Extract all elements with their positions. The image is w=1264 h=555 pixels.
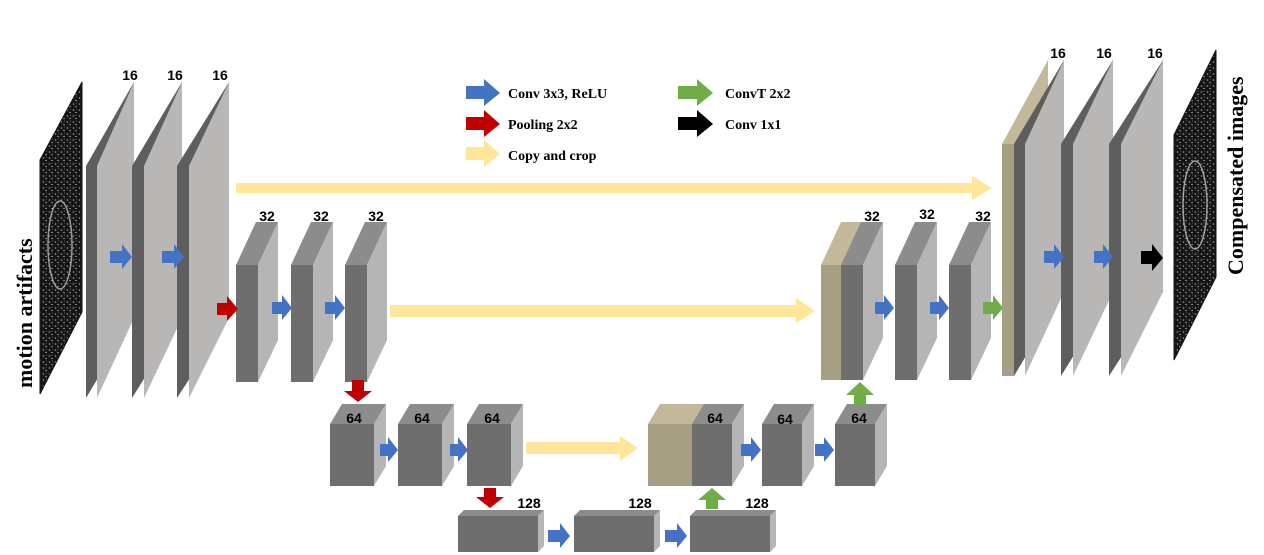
copied-map-dec2 [821, 222, 863, 380]
pool-arrows [217, 296, 504, 508]
feature-map-enc2-1 [236, 222, 278, 382]
conv-arrow [272, 295, 292, 320]
copy-arrow-level2 [390, 298, 815, 323]
channel-label-enc3-3: 64 [484, 410, 500, 426]
channel-label-enc1-1: 16 [122, 67, 138, 83]
channel-label-enc3-1: 64 [346, 410, 362, 426]
encoder-level3: 64 64 64 [330, 404, 523, 486]
output-mri-image [1173, 49, 1217, 361]
channel-label-enc3-2: 64 [414, 410, 430, 426]
legend-conv-swatch [466, 79, 500, 106]
pool-arrow [217, 296, 238, 321]
channel-label-enc2-1: 32 [259, 208, 275, 224]
feature-map-dec2-3 [949, 222, 991, 380]
feature-map-enc1-1 [86, 82, 134, 398]
channel-label-dec2-3: 32 [975, 208, 991, 224]
legend-copy-label: Copy and crop [508, 149, 597, 164]
conv-arrow [110, 244, 132, 269]
convt-arrow [983, 295, 1003, 320]
channel-label-bottleneck-3: 128 [745, 495, 769, 511]
conv-arrow [1094, 244, 1113, 269]
feature-map-bottleneck-1 [458, 510, 544, 552]
legend-conv1-swatch [678, 110, 713, 137]
conv-arrows [110, 244, 1113, 548]
conv-arrow [741, 437, 761, 462]
decoder-level3: 64 64 64 [648, 404, 887, 486]
feature-map-enc3-3 [467, 404, 523, 486]
pool-arrow [476, 488, 504, 508]
legend-pool-label: Pooling 2x2 [508, 118, 578, 133]
conv-arrow [162, 244, 184, 269]
conv-arrow [665, 523, 687, 548]
feature-map-dec3-1 [692, 404, 744, 486]
legend-convt-label: ConvT 2x2 [725, 87, 790, 102]
channel-label-dec3-2: 64 [777, 411, 793, 427]
input-label: motion artifacts [12, 238, 37, 388]
channel-label-dec3-1: 64 [707, 410, 723, 426]
copy-arrows [236, 176, 992, 461]
feature-map-dec1-1 [1014, 60, 1064, 376]
copy-arrow-level1 [236, 176, 992, 200]
feature-map-dec3-3 [835, 404, 887, 486]
legend-pool-swatch [466, 110, 500, 137]
channel-label-enc1-2: 16 [167, 67, 183, 83]
channel-label-enc2-2: 32 [313, 208, 329, 224]
channel-label-dec1-2: 16 [1096, 45, 1112, 61]
convt-arrow [698, 488, 726, 509]
feature-map-bottleneck-2 [574, 510, 660, 552]
conv-arrow [1044, 244, 1064, 269]
conv-arrow [930, 295, 949, 320]
feature-map-enc1-2 [132, 82, 182, 398]
copied-map-dec3 [648, 404, 706, 486]
legend: Conv 3x3, ReLU Pooling 2x2 Copy and crop… [466, 79, 790, 167]
conv-arrow [450, 437, 468, 462]
feature-map-dec1-3 [1109, 60, 1163, 376]
copy-arrow-level3 [526, 436, 638, 461]
conv-arrow [380, 437, 398, 462]
feature-map-dec2-2 [895, 222, 937, 380]
input-mri-anatomy [47, 200, 73, 290]
channel-label-enc1-3: 16 [212, 67, 228, 83]
conv-arrow [875, 295, 894, 320]
feature-map-enc1-3 [177, 82, 229, 398]
conv-arrow [548, 523, 570, 548]
output-label: Compensated images [1223, 76, 1248, 275]
channel-label-dec1-1: 16 [1050, 45, 1066, 61]
legend-conv-label: Conv 3x3, ReLU [508, 87, 607, 102]
feature-map-dec1-2 [1061, 60, 1113, 376]
feature-map-enc2-2 [291, 222, 333, 382]
conv-arrow [325, 295, 345, 320]
channel-label-dec1-3: 16 [1147, 45, 1163, 61]
channel-label-dec2-1: 32 [864, 208, 880, 224]
channel-label-enc2-3: 32 [368, 208, 384, 224]
feature-map-bottleneck-3 [690, 510, 776, 552]
decoder-level2: 32 32 32 [821, 206, 991, 380]
channel-label-bottleneck-2: 128 [628, 495, 652, 511]
legend-conv1-label: Conv 1x1 [725, 118, 781, 133]
conv1x1-arrow [1141, 244, 1163, 271]
decoder-level1: 16 16 16 [1002, 45, 1163, 376]
legend-copy-swatch [466, 140, 500, 167]
channel-label-dec3-3: 64 [851, 410, 867, 426]
output-mri-anatomy [1182, 160, 1208, 250]
feature-map-enc3-2 [398, 404, 454, 486]
encoder-level2: 32 32 32 [236, 208, 387, 382]
convt-arrows [698, 295, 1003, 509]
feature-map-enc2-3 [345, 222, 387, 382]
conv-arrow [815, 437, 834, 462]
channel-label-bottleneck-1: 128 [517, 495, 541, 511]
legend-convt-swatch [678, 79, 713, 106]
bottleneck: 128 128 128 [458, 495, 776, 552]
feature-map-dec2-1 [841, 222, 883, 380]
feature-map-dec3-2 [762, 404, 814, 486]
input-mri-image [39, 81, 83, 395]
encoder-level1: 16 16 16 [86, 67, 229, 398]
pool-arrow [344, 380, 372, 402]
channel-label-dec2-2: 32 [919, 206, 935, 222]
convt-arrow [846, 382, 874, 405]
